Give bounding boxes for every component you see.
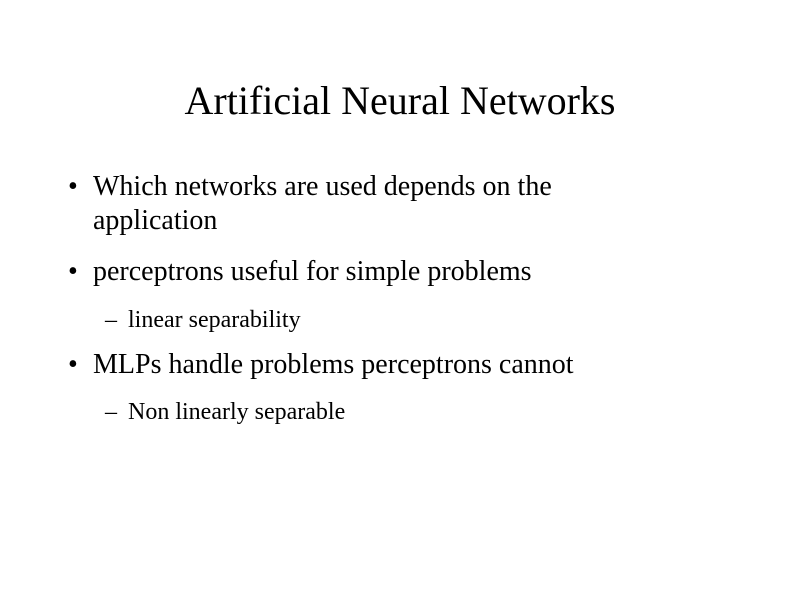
sub-bullet-text: Non linearly separable (128, 399, 346, 425)
bullet-text: perceptrons useful for simple problems (93, 256, 532, 287)
bullet-item: • perceptrons useful for simple problems (68, 255, 653, 289)
bullet-icon: • (68, 349, 78, 380)
dash-icon: – (105, 399, 117, 425)
dash-icon: – (105, 307, 117, 333)
bullet-icon: • (68, 256, 78, 287)
bullet-item: • Which networks are used depends on the… (68, 170, 653, 238)
bullet-icon: • (68, 171, 78, 202)
sub-bullet-item: – linear separability (105, 308, 301, 332)
bullet-item: • MLPs handle problems perceptrons canno… (68, 348, 653, 382)
sub-bullet-text: linear separability (128, 307, 301, 333)
bullet-text: Which networks are used depends on the a… (93, 171, 552, 236)
bullet-text: MLPs handle problems perceptrons cannot (93, 349, 574, 380)
sub-bullet-item: – Non linearly separable (105, 400, 345, 424)
slide-title: Artificial Neural Networks (184, 78, 616, 123)
